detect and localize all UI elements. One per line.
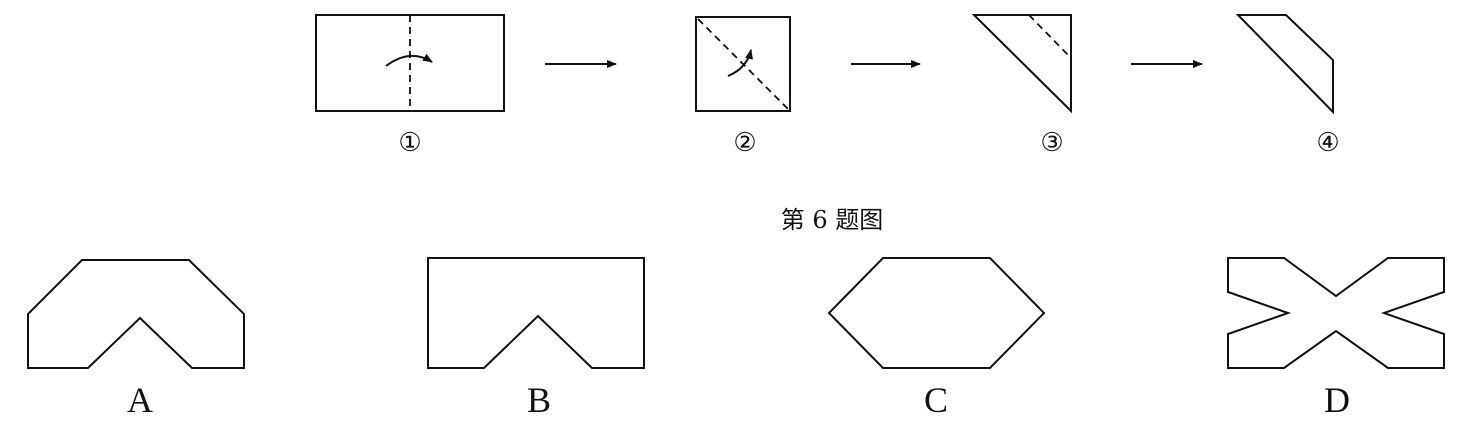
- fold-line-diagonal: [697, 18, 789, 110]
- option-b-label: B: [527, 380, 551, 420]
- option-d-shape: [1227, 257, 1445, 369]
- fold-direction-arrow: [727, 49, 753, 77]
- step-4-label: ④: [1316, 128, 1339, 158]
- option-a-label: A: [127, 380, 153, 420]
- step-1-figure: [315, 14, 505, 112]
- option-d-label: D: [1324, 380, 1350, 420]
- step-4-figure: [1235, 14, 1334, 115]
- step-1-label: ①: [398, 128, 421, 158]
- paper-square: [695, 16, 791, 112]
- step-3-figure: [971, 14, 1072, 114]
- step-2-label: ②: [733, 128, 756, 158]
- option-b-shape: [427, 257, 645, 369]
- paper-strip: [1235, 14, 1334, 115]
- fold-line-parallel: [1028, 14, 1072, 59]
- option-c-label: C: [924, 380, 948, 420]
- step-2-figure: [695, 16, 791, 112]
- figure-caption: 第 6 题图: [781, 206, 884, 234]
- option-c-shape: [827, 257, 1046, 369]
- fold-direction-arrow: [385, 53, 433, 67]
- paper-triangle: [971, 14, 1072, 114]
- step-3-label: ③: [1040, 128, 1063, 158]
- option-a-shape: [27, 259, 245, 369]
